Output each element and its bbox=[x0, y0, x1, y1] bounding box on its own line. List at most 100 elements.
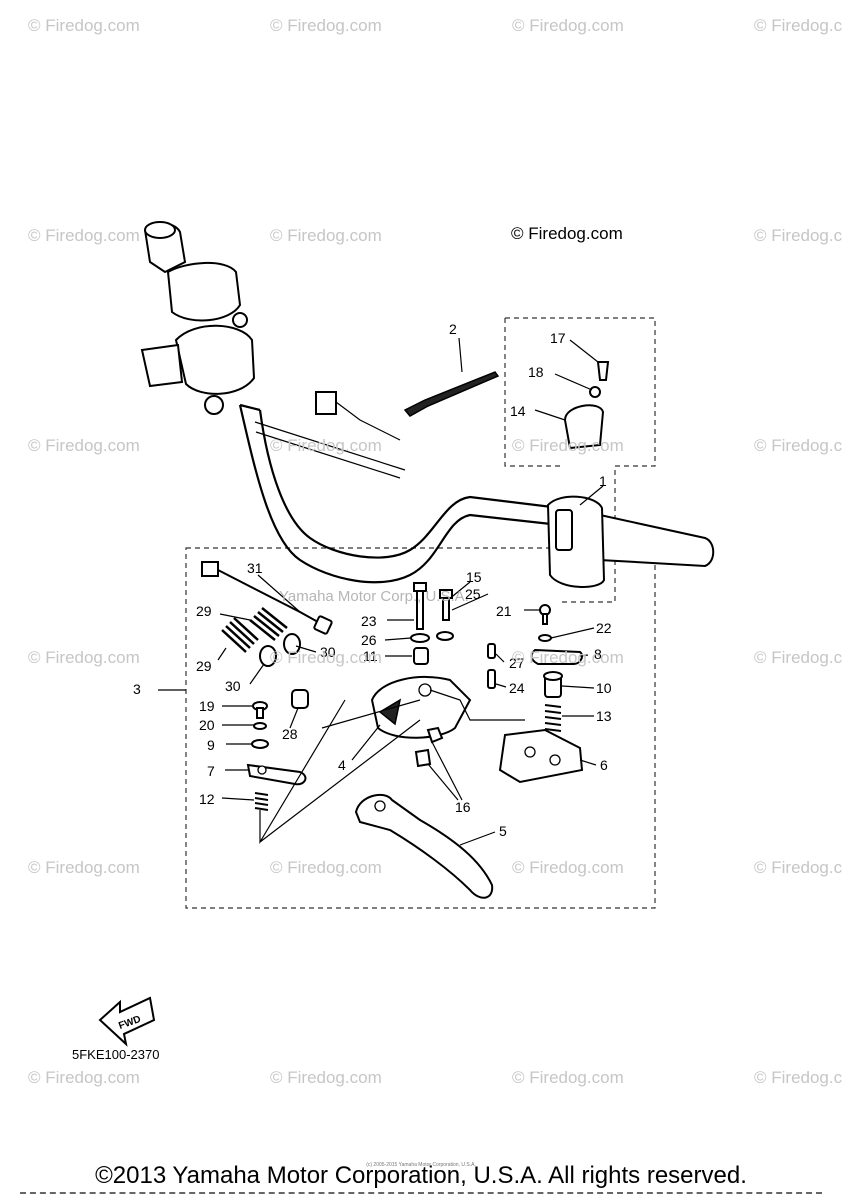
washer-25 bbox=[436, 631, 454, 641]
small-screw-21 bbox=[539, 604, 551, 625]
watermark: © Firedog.com bbox=[270, 648, 382, 667]
watermark: © Firedog.com bbox=[512, 436, 624, 455]
firedog-copyright-mark: © Firedog.com bbox=[511, 224, 623, 243]
watermark: © Firedog.com bbox=[28, 1068, 140, 1087]
watermark: © Firedog.com bbox=[28, 16, 140, 35]
callout-19: 19 bbox=[199, 698, 215, 714]
watermark: © Firedog.com bbox=[754, 226, 842, 245]
bolt-23 bbox=[413, 582, 427, 630]
watermark: © Firedog.com bbox=[754, 858, 842, 877]
washer-20 bbox=[253, 722, 267, 730]
spring-13 bbox=[544, 704, 562, 732]
callout-10: 10 bbox=[596, 680, 612, 696]
fwd-arrow-icon bbox=[98, 996, 156, 1047]
washer-9 bbox=[251, 739, 269, 749]
watermark: © Firedog.com bbox=[754, 1068, 842, 1087]
watermark: © Firedog.com bbox=[28, 226, 140, 245]
callout-4: 4 bbox=[338, 757, 346, 773]
callout-29b: 29 bbox=[196, 658, 212, 674]
clamp-screw bbox=[596, 361, 610, 381]
callout-16: 16 bbox=[455, 799, 471, 815]
spring-12 bbox=[254, 792, 269, 811]
leader-lines bbox=[158, 337, 604, 846]
callout-25: 25 bbox=[465, 586, 481, 602]
watermark: © Firedog.com bbox=[754, 16, 842, 35]
callout-12: 12 bbox=[199, 791, 215, 807]
diagram-code: 5FKE100-2370 bbox=[72, 1047, 160, 1062]
watermark: © Firedog.com bbox=[512, 648, 624, 667]
callout-1: 1 bbox=[599, 473, 607, 489]
clutch-lever-5 bbox=[354, 793, 494, 899]
footer-small-print: (c) 2005-2015 Yamaha Motor Corporation, … bbox=[366, 1162, 476, 1168]
assembly-frame-switch bbox=[505, 317, 656, 603]
clamp-washer bbox=[589, 386, 601, 398]
callout-27: 27 bbox=[509, 655, 525, 671]
left-switch-housing bbox=[166, 261, 248, 328]
watermark: © Firedog.com bbox=[28, 436, 140, 455]
nut-16a bbox=[426, 726, 444, 744]
watermark: © Firedog.com bbox=[270, 226, 382, 245]
callout-11: 11 bbox=[363, 648, 378, 664]
callout-6: 6 bbox=[600, 757, 608, 773]
lever-holder-4 bbox=[370, 676, 472, 739]
bolt-15 bbox=[439, 589, 453, 621]
callout-24: 24 bbox=[509, 680, 525, 696]
bracket-6 bbox=[498, 728, 584, 784]
wire-connector bbox=[315, 391, 401, 441]
callout-13: 13 bbox=[596, 708, 612, 724]
pin-24 bbox=[487, 669, 496, 689]
watermark: © Firedog.com bbox=[754, 648, 842, 667]
inset-watermark: Yamaha Motor Corp., U.S.A. bbox=[279, 588, 469, 605]
callout-15: 15 bbox=[466, 569, 482, 585]
watermark: © Firedog.com bbox=[28, 648, 140, 667]
nut-16b bbox=[414, 748, 432, 768]
assembly-frame-switch-left bbox=[504, 318, 560, 467]
nut-30a bbox=[283, 633, 301, 655]
callout-22: 22 bbox=[596, 620, 612, 636]
assembly-frame-main bbox=[185, 547, 656, 909]
watermark: © Firedog.com bbox=[512, 1068, 624, 1087]
callout-23: 23 bbox=[361, 613, 377, 629]
nut-30b bbox=[259, 645, 277, 667]
adjuster-29a bbox=[249, 607, 288, 641]
callout-5: 5 bbox=[499, 823, 507, 839]
callout-8: 8 bbox=[594, 646, 602, 662]
watermark: © Firedog.com bbox=[270, 16, 382, 35]
cable-tie bbox=[403, 371, 500, 417]
callout-30a: 30 bbox=[320, 644, 336, 660]
callout-17: 17 bbox=[550, 330, 566, 346]
callout-2: 2 bbox=[449, 321, 457, 337]
washer-22 bbox=[538, 634, 552, 642]
left-grip bbox=[143, 221, 187, 274]
watermark: © Firedog.com bbox=[270, 858, 382, 877]
cam-plate-8 bbox=[530, 648, 584, 665]
bushing-28 bbox=[291, 689, 309, 709]
watermark: © Firedog.com bbox=[28, 858, 140, 877]
callout-29a: 29 bbox=[196, 603, 212, 619]
callout-18: 18 bbox=[528, 364, 544, 380]
screw-19 bbox=[252, 701, 268, 719]
throttle-grip bbox=[546, 495, 715, 588]
callout-21: 21 bbox=[496, 603, 512, 619]
watermark: © Firedog.com bbox=[512, 858, 624, 877]
watermark: © Firedog.com bbox=[270, 1068, 382, 1087]
washer-26 bbox=[410, 633, 430, 643]
watermark: © Firedog.com bbox=[512, 16, 624, 35]
adjuster-29b bbox=[221, 617, 259, 653]
footer-copyright: ©2013 Yamaha Motor Corporation, U.S.A. A… bbox=[95, 1162, 747, 1189]
footer-divider bbox=[20, 1192, 822, 1194]
callout-7: 7 bbox=[207, 763, 215, 779]
callout-14: 14 bbox=[510, 403, 526, 419]
master-cylinder bbox=[140, 324, 256, 415]
callout-labels: 1 2 3 4 5 6 7 8 9 10 11 12 13 14 15 16 1… bbox=[133, 321, 612, 839]
callout-3: 3 bbox=[133, 681, 141, 697]
callout-20: 20 bbox=[199, 717, 215, 733]
handlebar bbox=[238, 403, 561, 584]
watermark: © Firedog.com bbox=[270, 436, 382, 455]
callout-26: 26 bbox=[361, 632, 377, 648]
watermark: © Firedog.com bbox=[754, 436, 842, 455]
pin-27 bbox=[487, 643, 496, 659]
adjuster-10 bbox=[543, 671, 563, 698]
collar-11 bbox=[413, 647, 429, 665]
